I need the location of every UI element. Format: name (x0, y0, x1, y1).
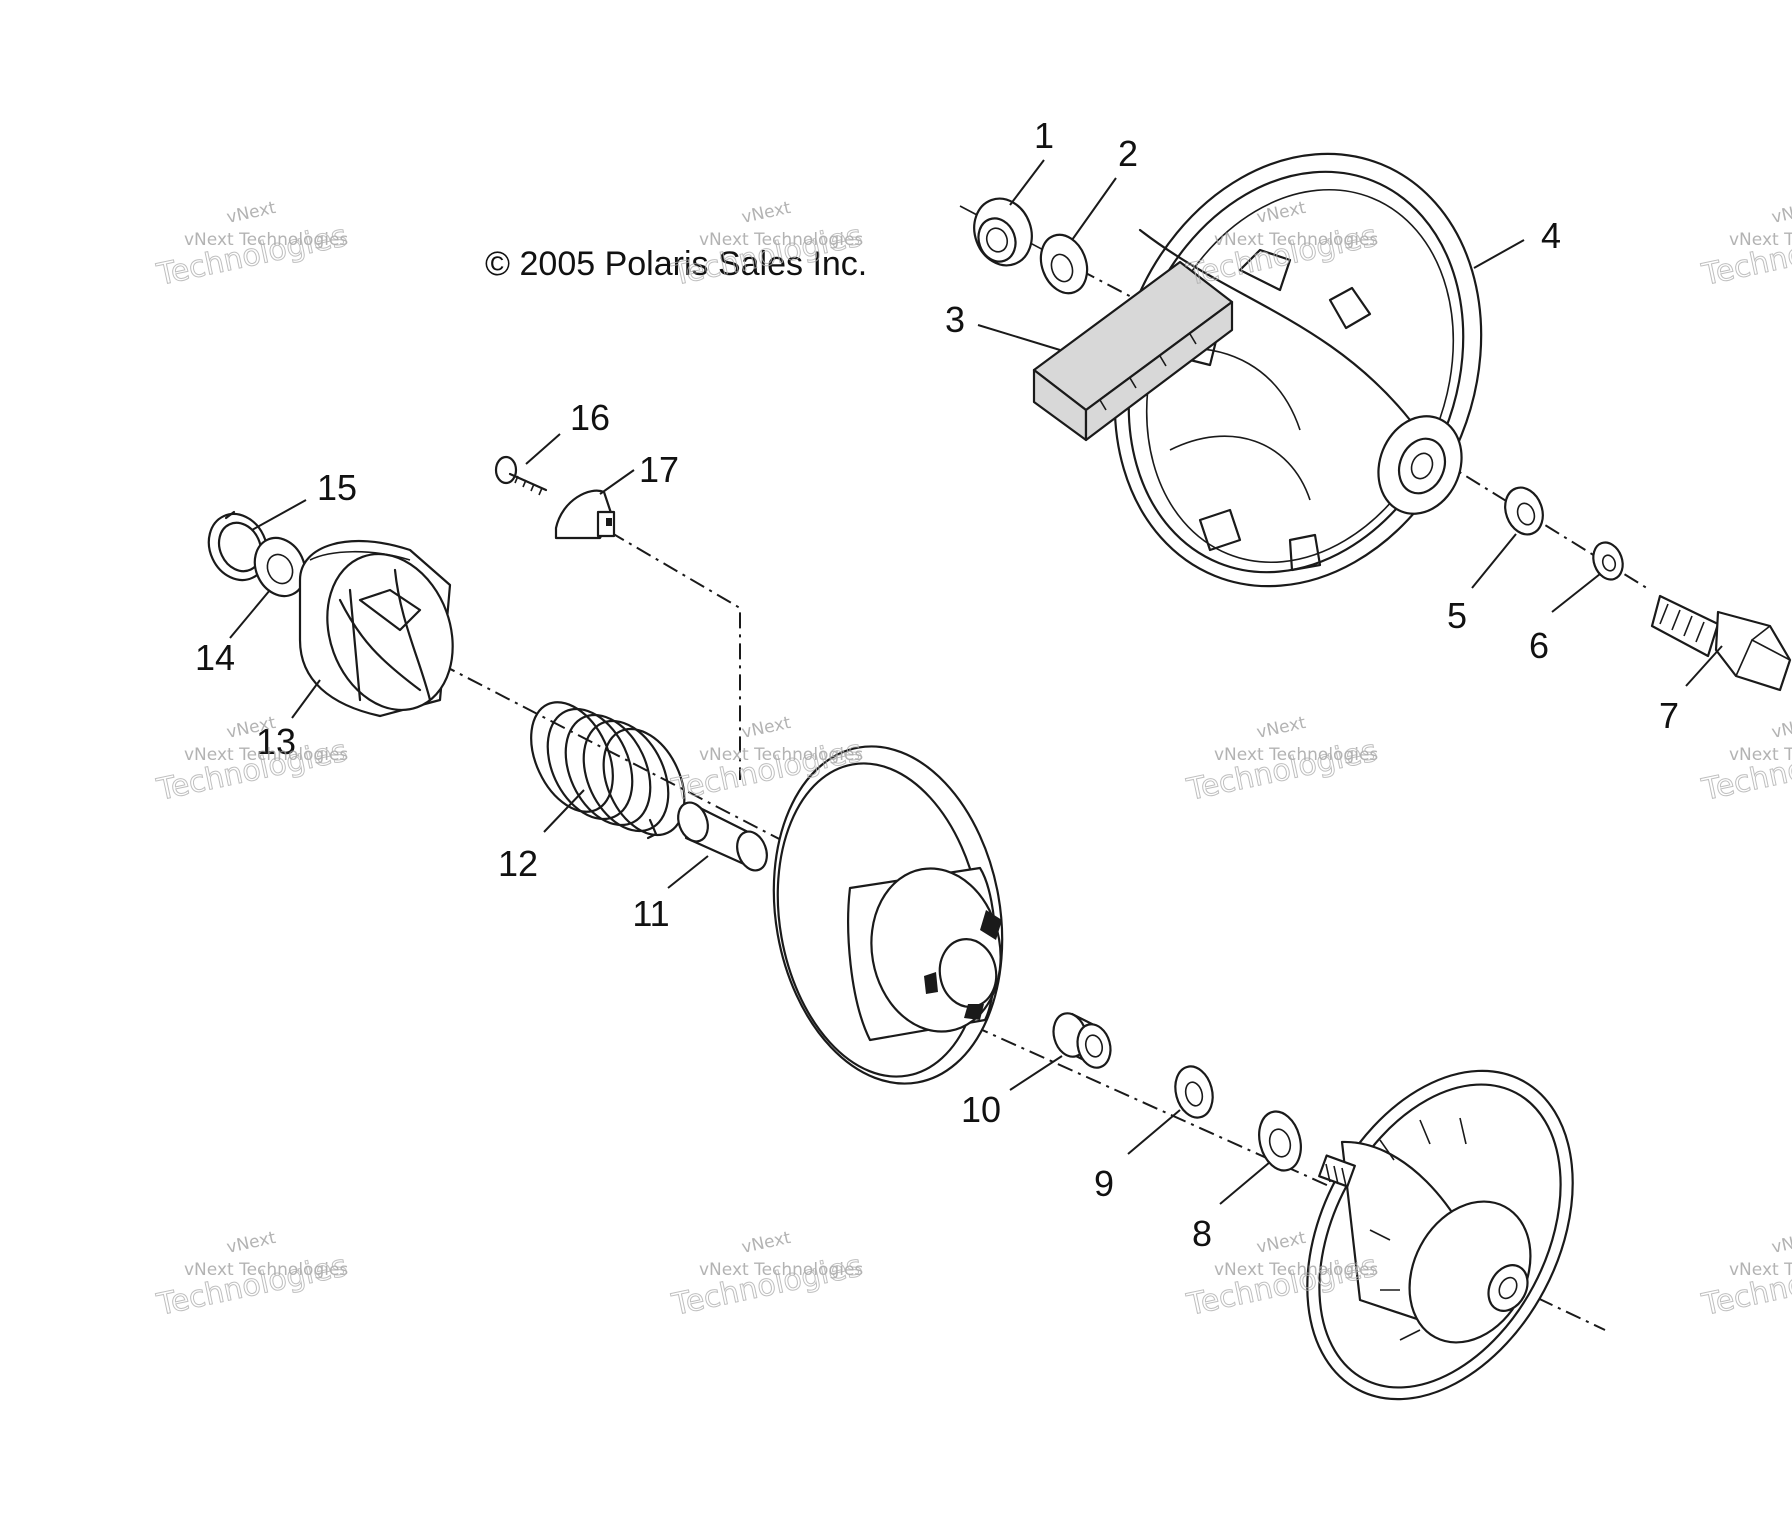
svg-text:vNext Technologies: vNext Technologies (699, 745, 863, 765)
part-5-washer (1504, 486, 1544, 536)
watermark: vNext vNext Technologies Technologies (1698, 1228, 1792, 1324)
svg-text:vNext Technologies: vNext Technologies (1214, 745, 1378, 765)
fixed-sheave (1306, 1069, 1574, 1401)
svg-text:vNext Technologies: vNext Technologies (699, 230, 863, 250)
watermark: vNext vNext Technologies Technologies (668, 1228, 866, 1324)
callout-3: 3 (945, 299, 965, 340)
part-10-bushing (1052, 1012, 1112, 1069)
svg-text:vNext: vNext (1770, 198, 1792, 228)
part-12-spring (530, 701, 686, 840)
part-4-sheave (1113, 152, 1483, 588)
part-6-lockwasher (1592, 541, 1624, 581)
callout-8: 8 (1192, 1213, 1212, 1254)
svg-text:vNext Technologies: vNext Technologies (184, 745, 348, 765)
svg-text:vNext Technologies: vNext Technologies (1729, 230, 1792, 250)
svg-text:vNext: vNext (225, 198, 278, 228)
svg-text:vNext: vNext (225, 1228, 278, 1258)
callout-10: 10 (961, 1089, 1001, 1130)
part-9-washer (1174, 1065, 1214, 1119)
watermark: vNext vNext Technologies Technologies (1698, 198, 1792, 294)
callout-7: 7 (1659, 695, 1679, 736)
callout-1: 1 (1034, 115, 1054, 156)
part-13-cam (298, 539, 454, 718)
callout-15: 15 (317, 467, 357, 508)
svg-text:vNext: vNext (1770, 713, 1792, 743)
part-11-bushing (677, 801, 768, 872)
callout-17: 17 (639, 449, 679, 490)
svg-text:vNext: vNext (740, 198, 793, 228)
copyright-text: © 2005 Polaris Sales Inc. (485, 245, 867, 283)
callout-2: 2 (1118, 133, 1138, 174)
leader-lines (229, 159, 1723, 1205)
callout-12: 12 (498, 843, 538, 884)
callout-4: 4 (1541, 215, 1561, 256)
watermarks: vNext vNext Technologies Technologies vN… (153, 198, 1792, 1324)
watermark: vNext vNext Technologies Technologies (1698, 713, 1792, 809)
svg-text:vNext: vNext (1255, 1228, 1308, 1258)
svg-text:vNext: vNext (1770, 1228, 1792, 1258)
watermark: vNext vNext Technologies Technologies (1183, 713, 1381, 809)
svg-text:vNext Technologies: vNext Technologies (1214, 1260, 1378, 1280)
part-3-belt (1032, 260, 1234, 442)
callout-13: 13 (256, 721, 296, 762)
part-1-seal (973, 197, 1033, 267)
svg-text:vNext: vNext (1255, 713, 1308, 743)
callout-14: 14 (195, 637, 235, 678)
callout-9: 9 (1094, 1163, 1114, 1204)
part-17-slider (554, 489, 616, 540)
svg-text:vNext: vNext (740, 713, 793, 743)
part-8-washer (1258, 1110, 1302, 1172)
part-14-washer (253, 536, 307, 598)
svg-text:vNext Technologies: vNext Technologies (184, 230, 348, 250)
watermark: vNext vNext Technologies Technologies (153, 1228, 351, 1324)
svg-text:vNext Technologies: vNext Technologies (1729, 1260, 1792, 1280)
watermark: vNext vNext Technologies Technologies (153, 198, 351, 294)
svg-text:vNext Technologies: vNext Technologies (184, 1260, 348, 1280)
part-16-screw (494, 455, 548, 496)
callout-labels: 1 2 3 4 5 6 7 8 9 10 11 12 13 14 15 16 1… (195, 115, 1679, 1254)
moveable-sheave (772, 745, 1004, 1085)
svg-text:vNext Technologies: vNext Technologies (1214, 230, 1378, 250)
svg-text:vNext: vNext (740, 1228, 793, 1258)
part-7-bolt (1650, 594, 1792, 692)
watermark: vNext vNext Technologies Technologies (153, 713, 351, 809)
svg-text:vNext Technologies: vNext Technologies (1729, 745, 1792, 765)
callout-16: 16 (570, 397, 610, 438)
part-2-washer (1039, 233, 1089, 295)
svg-text:vNext Technologies: vNext Technologies (699, 1260, 863, 1280)
watermark: vNext vNext Technologies Technologies (668, 198, 866, 294)
callout-11: 11 (632, 893, 669, 934)
callout-5: 5 (1447, 595, 1467, 636)
callout-6: 6 (1529, 625, 1549, 666)
